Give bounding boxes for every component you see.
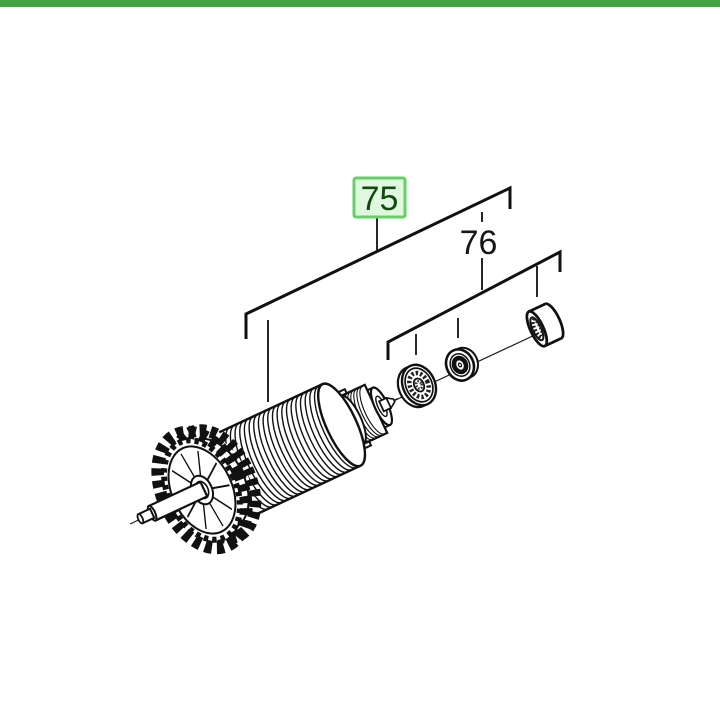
callout-75-text[interactable]: 75 — [361, 180, 399, 218]
armature-assembly-drawing — [136, 382, 399, 555]
front-shaft — [136, 480, 209, 525]
top-accent-bar — [0, 0, 720, 7]
callout-76-bracket — [386, 249, 562, 360]
ball-bearing — [444, 346, 480, 382]
spring-washer — [396, 363, 438, 409]
shaft-tip-cone — [385, 396, 396, 410]
callout-75-bracket — [244, 185, 512, 339]
callout-75-box[interactable] — [352, 176, 407, 219]
sleeve-bushing — [525, 302, 565, 348]
callout-76-label[interactable]: 76 — [460, 224, 498, 262]
callout-75-label[interactable]: 75 — [352, 176, 407, 219]
